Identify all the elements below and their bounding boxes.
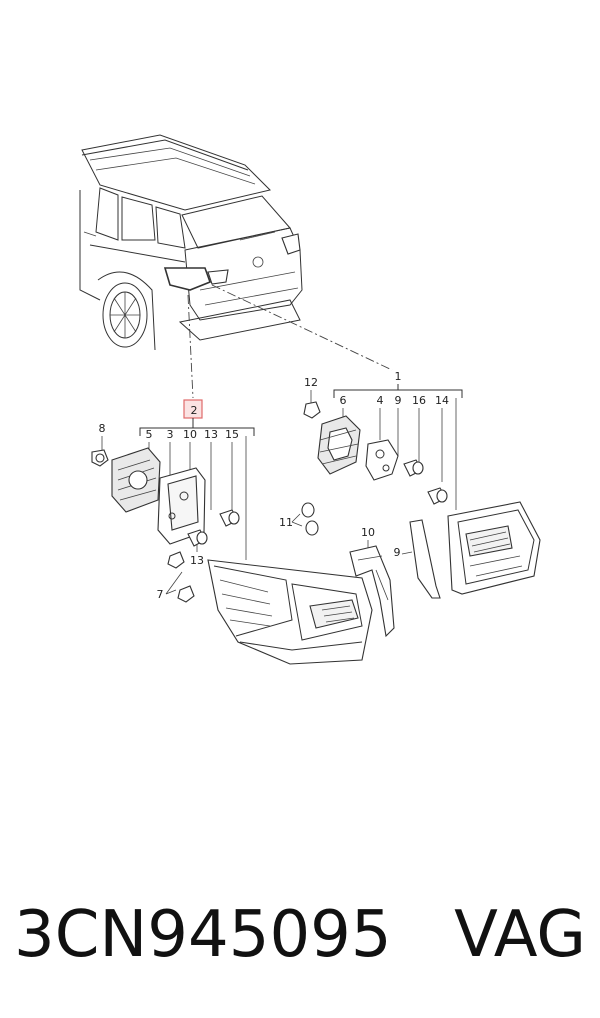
callout-10-b: 10 (361, 526, 375, 539)
callout-9-a: 9 (395, 394, 402, 407)
callout-6: 6 (340, 394, 347, 407)
callout-14: 14 (435, 394, 449, 407)
exploded-parts-diagram: 2 1 5 3 10 13 15 8 13 7 12 6 4 9 16 14 1… (79, 134, 541, 665)
vehicle-illustration (79, 134, 303, 351)
leader-line-2 (187, 294, 194, 399)
left-assembly (91, 436, 373, 665)
callout-10-a: 10 (183, 428, 197, 441)
callout-labels: 2 1 5 3 10 13 15 8 13 7 12 6 4 9 16 14 1… (99, 370, 450, 601)
part-number: 3CN945095 (14, 898, 392, 972)
brand-label: VAG (454, 898, 586, 972)
leader-line-1 (211, 284, 393, 371)
callout-2: 2 (191, 404, 198, 417)
callout-8: 8 (99, 422, 106, 435)
callout-13-a: 13 (204, 428, 218, 441)
diagram-svg: 2 1 5 3 10 13 15 8 13 7 12 6 4 9 16 14 1… (79, 134, 541, 665)
right-assembly (291, 390, 541, 638)
callout-5: 5 (146, 428, 153, 441)
footer: 3CN945095 VAG (0, 885, 600, 985)
callout-9-b: 9 (394, 546, 401, 559)
callout-12: 12 (304, 376, 318, 389)
callout-1: 1 (395, 370, 402, 383)
bracket-2 (139, 427, 255, 436)
callout-4: 4 (377, 394, 384, 407)
callout-3: 3 (167, 428, 174, 441)
callout-7: 7 (157, 588, 164, 601)
callout-11: 11 (279, 516, 293, 529)
callout-15: 15 (225, 428, 239, 441)
callout-16: 16 (412, 394, 426, 407)
callout-13-b: 13 (190, 554, 204, 567)
